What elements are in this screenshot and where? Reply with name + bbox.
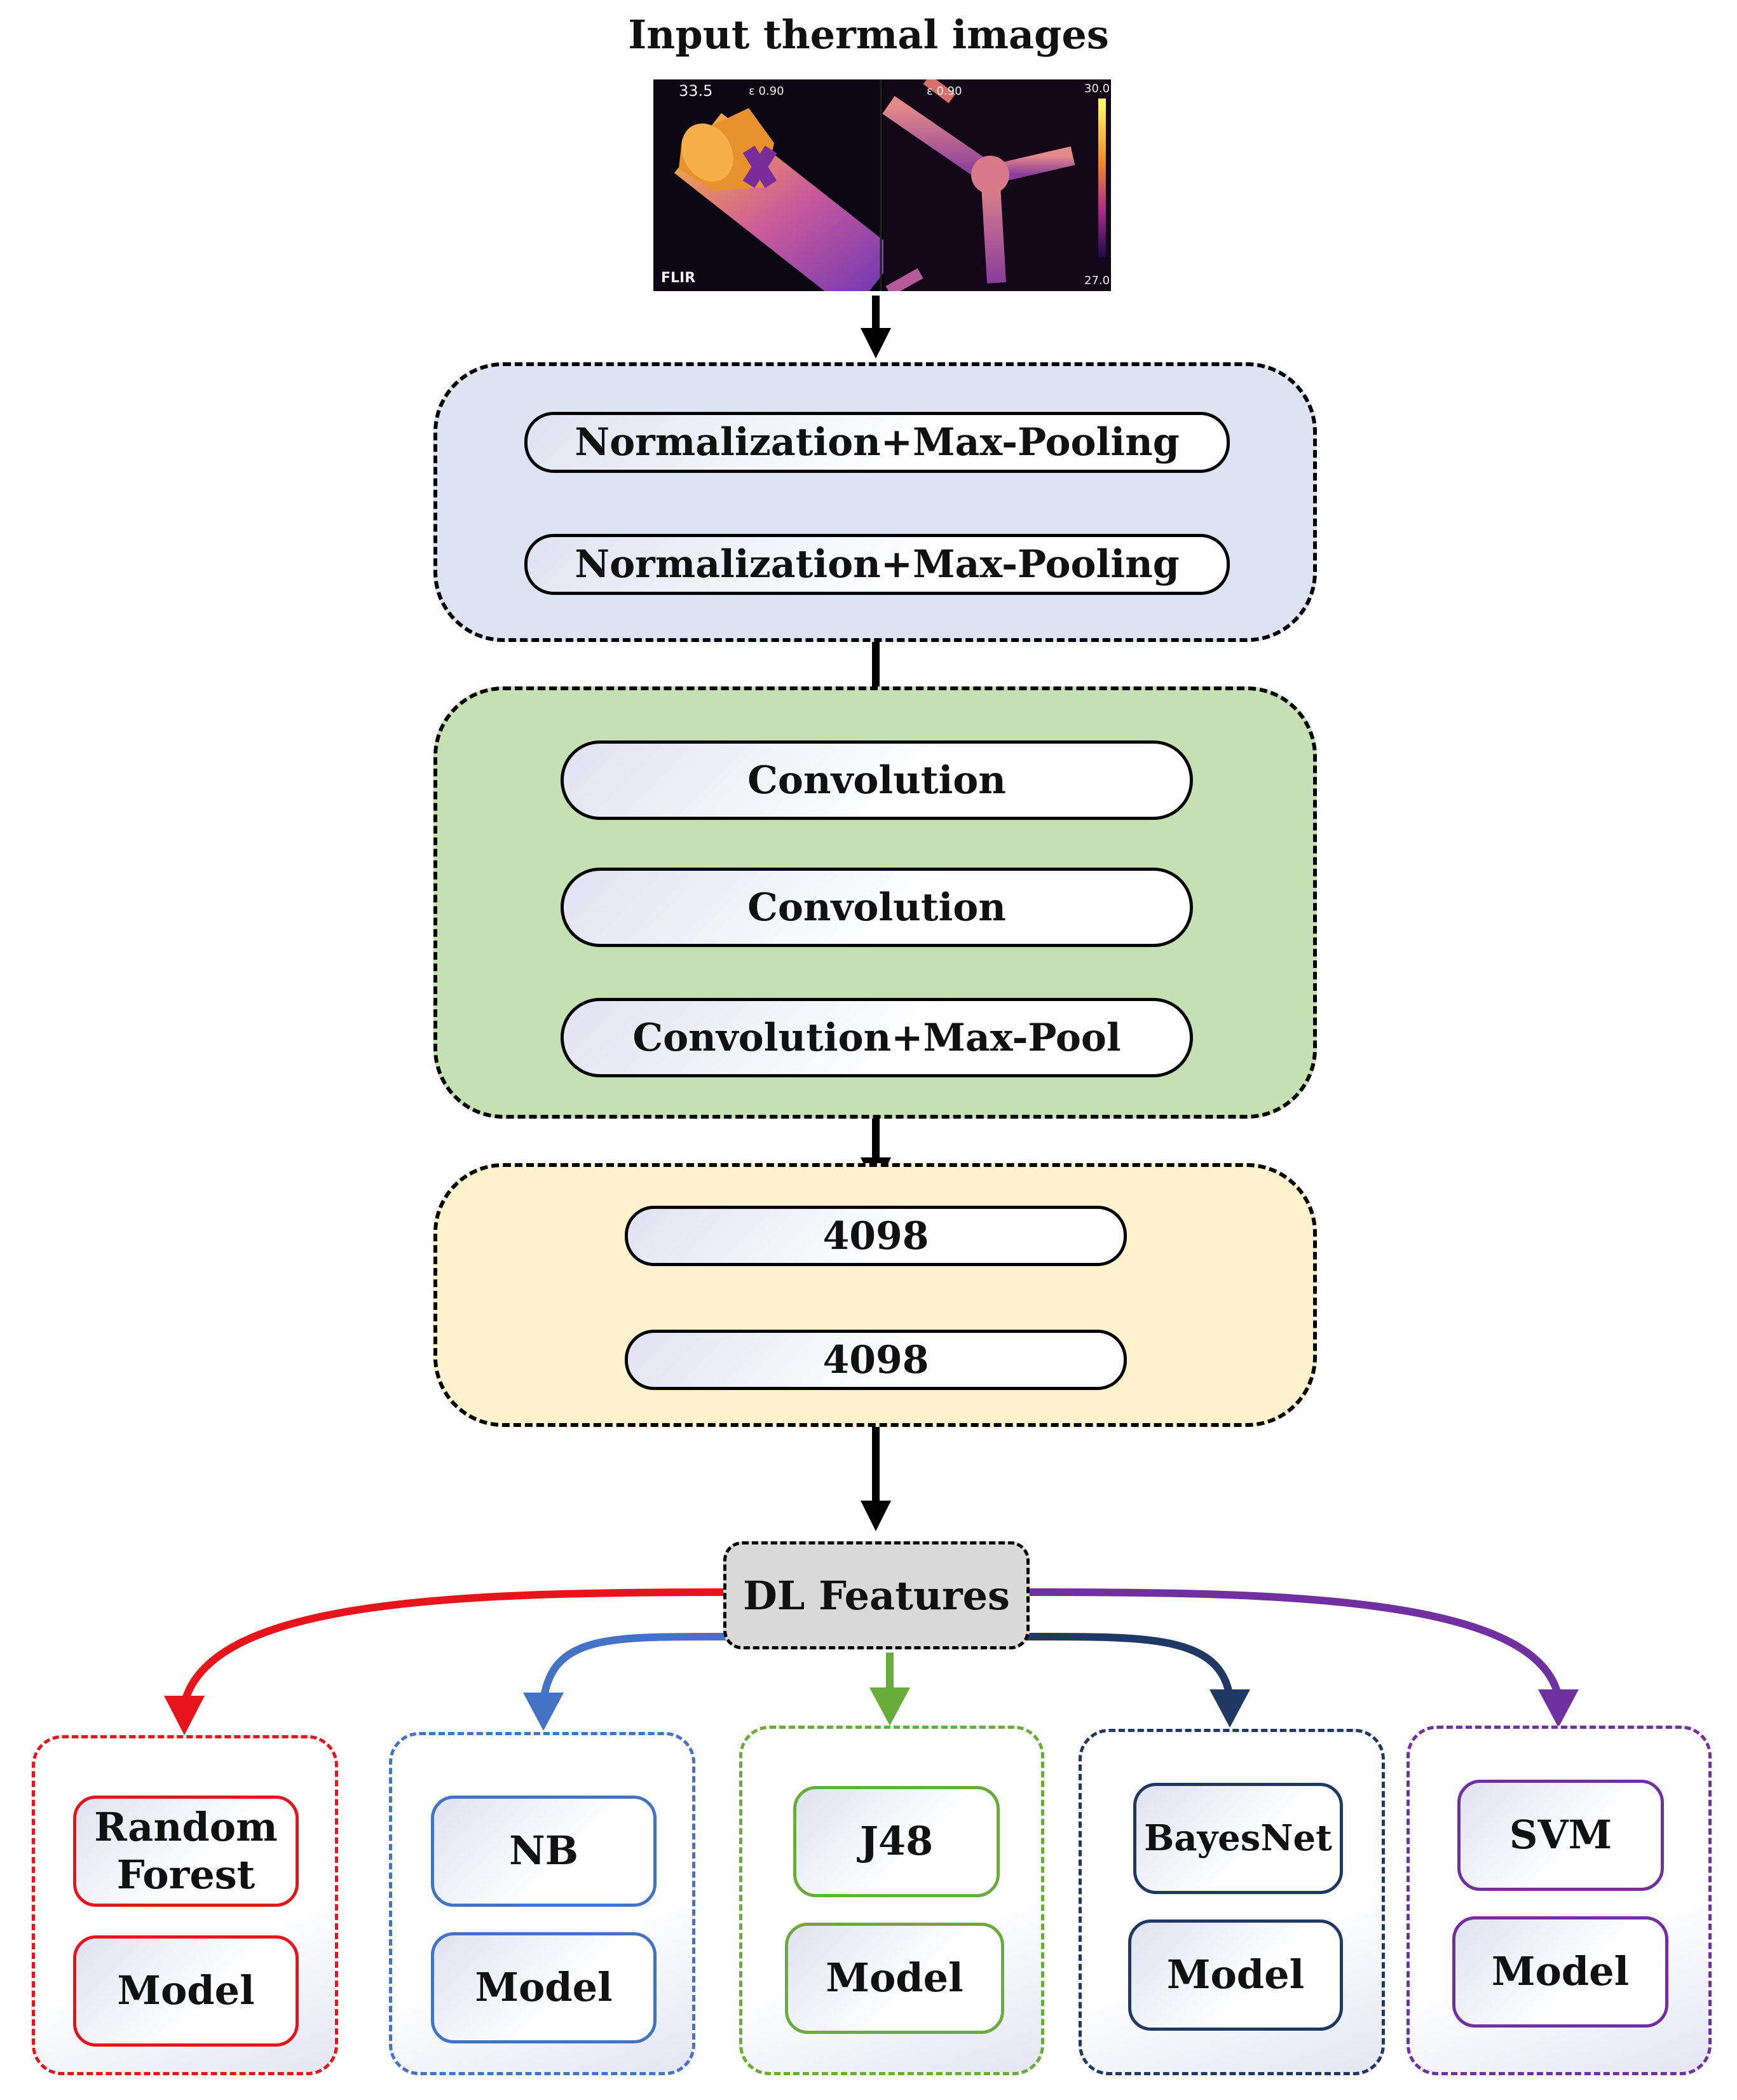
conv-step-3: Convolution+Max-Pool <box>561 998 1193 1077</box>
branch-to-bayesnet <box>1016 1632 1234 1698</box>
classifier-random-forest-line2: Forest <box>116 1851 255 1898</box>
branch-to-svm <box>1029 1588 1562 1698</box>
classifier-nb: NB <box>431 1796 657 1907</box>
conv-step-1: Convolution <box>561 740 1193 820</box>
classifier-bayesnet: BayesNet <box>1133 1783 1343 1894</box>
classifier-j48: J48 <box>793 1786 1000 1897</box>
preprocess-step-2: Normalization+Max-Pooling <box>524 534 1230 595</box>
right-emissivity: ε 0.90 <box>927 85 962 98</box>
branch-to-random-forest <box>181 1588 725 1705</box>
classifier-random-forest-line1: Random <box>94 1804 278 1851</box>
thermal-images: 33.5 ε 0.90 ε 0.90 30.0 27.0 FLIR <box>653 79 1111 291</box>
conv-step-2: Convolution <box>561 868 1193 947</box>
model-bayesnet: Model <box>1128 1919 1343 2031</box>
model-nb: Model <box>431 1932 657 2043</box>
preprocessing-group <box>433 362 1317 642</box>
left-emissivity: ε 0.90 <box>749 85 784 98</box>
preprocess-step-1: Normalization+Max-Pooling <box>524 412 1230 473</box>
thermal-image-pair <box>653 79 1111 291</box>
classifier-random-forest: Random Forest <box>73 1796 299 1907</box>
classifier-svm: SVM <box>1457 1780 1664 1891</box>
model-j48: Model <box>785 1923 1004 2034</box>
scale-max: 30.0 <box>1084 82 1110 95</box>
scale-min: 27.0 <box>1084 274 1110 287</box>
diagram-title: Input thermal images <box>628 11 1109 58</box>
dl-features-node: DL Features <box>723 1541 1030 1649</box>
fc-layer-1: 4098 <box>625 1206 1127 1266</box>
model-svm: Model <box>1452 1916 1668 2028</box>
model-random-forest: Model <box>73 1935 299 2047</box>
branch-to-nb <box>540 1632 738 1701</box>
branch-arrows <box>164 1588 1579 1735</box>
fc-layer-2: 4098 <box>625 1330 1127 1390</box>
left-temp-readout: 33.5 <box>679 82 713 100</box>
flir-logo: FLIR <box>661 270 696 286</box>
